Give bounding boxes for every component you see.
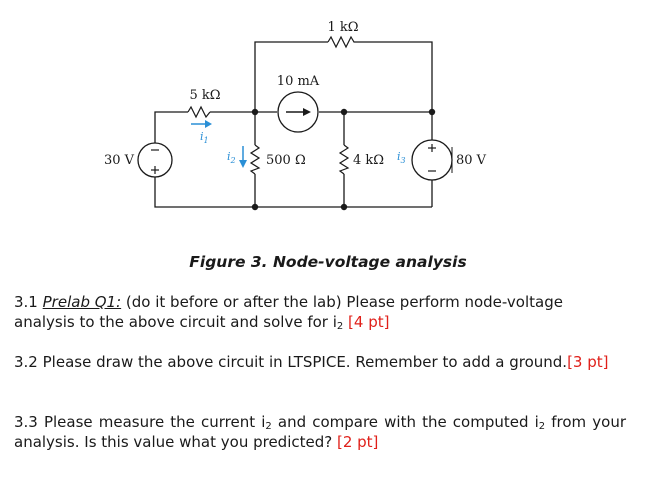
junction-dots bbox=[251, 108, 436, 211]
label-current-source: 10 mA bbox=[277, 74, 320, 89]
voltage-source-80v bbox=[411, 139, 453, 181]
figure-caption: Figure 3. Node-voltage analysis bbox=[189, 253, 467, 271]
q3-points: [2 pt] bbox=[336, 433, 379, 451]
label-i1: i1 bbox=[200, 130, 209, 145]
q1-number: 3.1 bbox=[14, 293, 38, 311]
question-3-2: 3.2 Please draw the above circuit in LTS… bbox=[14, 352, 626, 372]
q3-sub-a: 2 bbox=[265, 421, 272, 432]
resistor-5k bbox=[187, 105, 211, 119]
q3-text-a: 3.3 Please measure the current i bbox=[14, 413, 266, 431]
q3-text-b: and compare with the computed i bbox=[271, 413, 539, 431]
circuit-diagram: 1 kΩ 5 kΩ i1 10 mA 30 V 500 Ω i2 4 kΩ i3 bbox=[104, 20, 487, 211]
resistor-4k bbox=[338, 144, 350, 175]
q3-text-c: from your analysis. Is this value what y… bbox=[14, 413, 627, 451]
label-r-mid: 500 Ω bbox=[266, 153, 306, 168]
current-arrow-i2 bbox=[239, 146, 247, 168]
question-3-3: 3.3 Please measure the current i2 and co… bbox=[14, 412, 626, 452]
current-source-10ma bbox=[277, 91, 319, 133]
label-i2: i2 bbox=[227, 150, 236, 165]
label-v-right: 80 V bbox=[456, 153, 487, 168]
label-r-left: 5 kΩ bbox=[189, 88, 220, 103]
circuit-wires bbox=[154, 41, 433, 208]
resistor-500 bbox=[249, 144, 261, 175]
label-v-left: 30 V bbox=[104, 153, 135, 168]
q1-prelab: Prelab Q1: bbox=[42, 293, 122, 311]
q1-sub: 2 bbox=[336, 321, 344, 332]
label-r-right: 4 kΩ bbox=[353, 153, 384, 168]
label-r-top: 1 kΩ bbox=[327, 20, 358, 35]
q2-points: [3 pt] bbox=[567, 353, 609, 371]
label-i3: i3 bbox=[397, 150, 406, 165]
q3-sub-b: 2 bbox=[538, 421, 546, 432]
q1-text: (do it before or after the lab) Please p… bbox=[14, 293, 563, 331]
voltage-source-30v bbox=[137, 142, 173, 178]
current-arrow-i1 bbox=[191, 120, 212, 128]
q1-points: [4 pt] bbox=[348, 313, 390, 331]
question-3-1: 3.1 Prelab Q1: (do it before or after th… bbox=[14, 292, 626, 332]
q2-text: 3.2 Please draw the above circuit in LTS… bbox=[14, 353, 568, 371]
resistor-1k bbox=[327, 35, 357, 49]
